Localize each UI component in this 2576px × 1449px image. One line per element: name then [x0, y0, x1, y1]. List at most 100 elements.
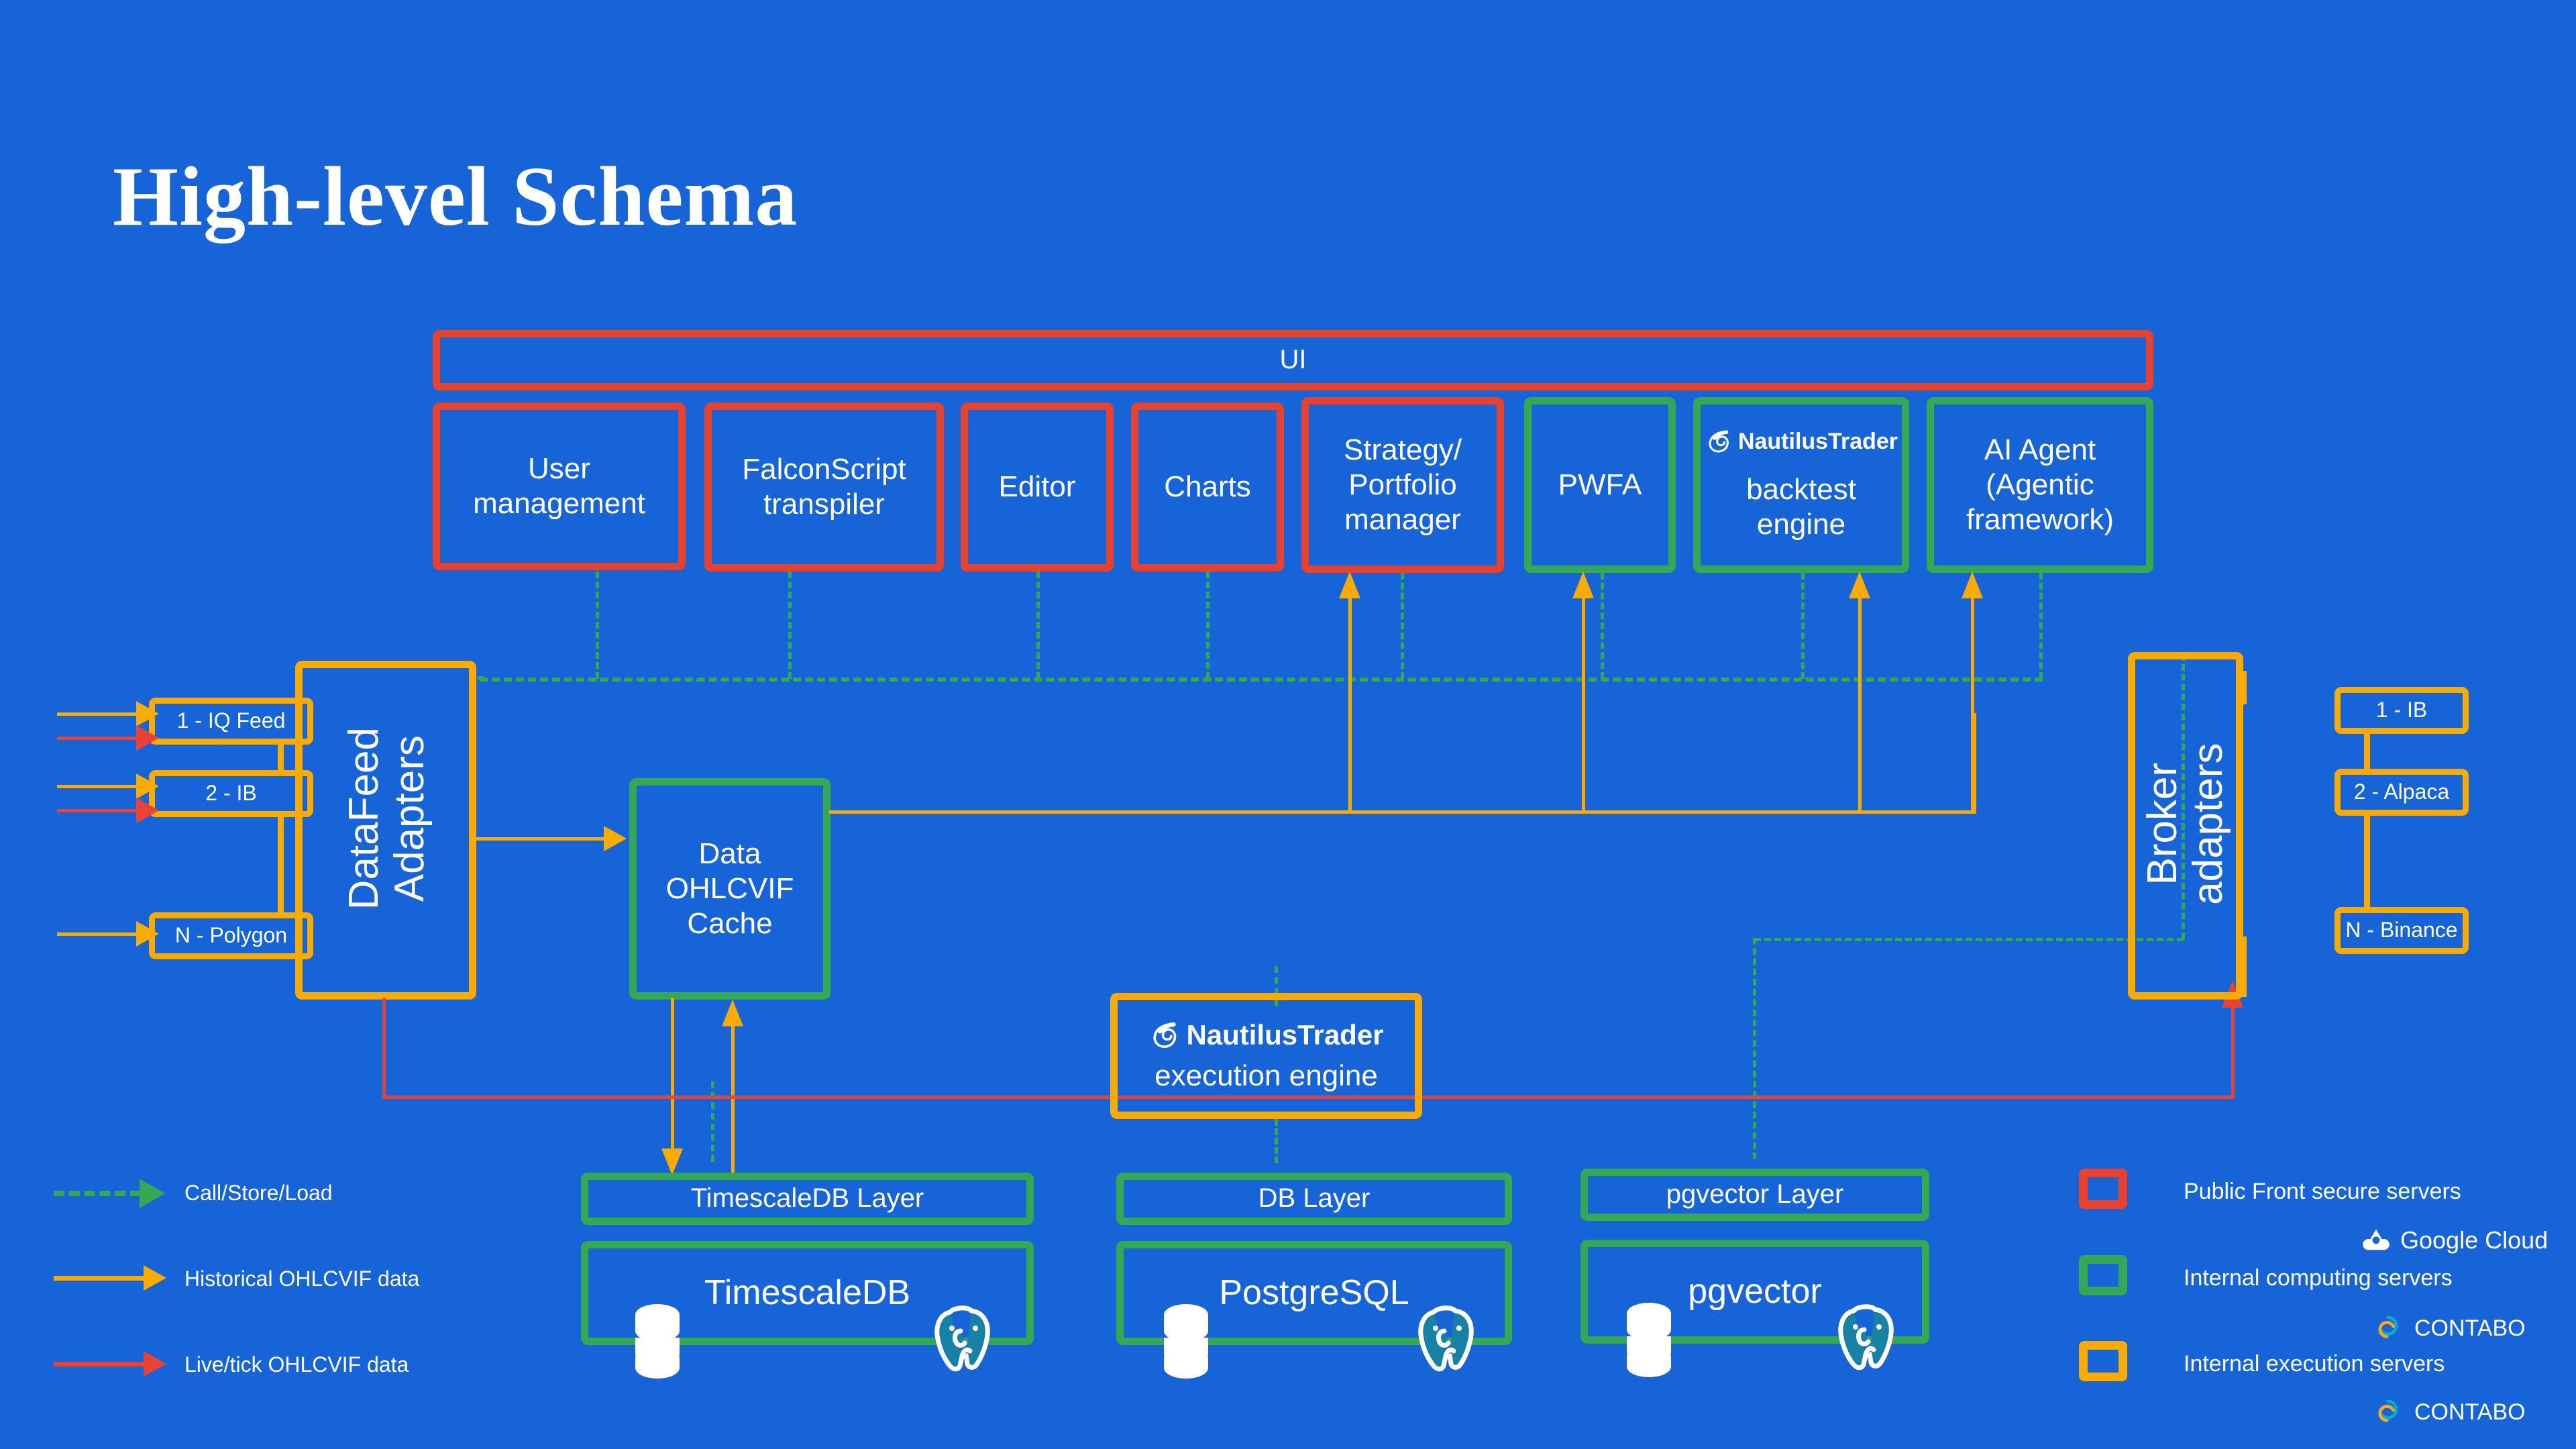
ui-module-label: FalconScript transpiler	[742, 453, 906, 521]
ui-module-label: AI Agent (Agentic framework)	[1966, 433, 2114, 536]
timescaledb-database: TimescaleDB	[581, 1241, 1034, 1379]
ui-module-ai-agent[interactable]: AI Agent (Agentic framework)	[1927, 397, 2153, 573]
datafeed-stub-1	[278, 743, 284, 773]
google-cloud-icon	[2360, 1227, 2392, 1254]
database-cylinder-icon	[1623, 1260, 1675, 1389]
legend-label-internal-execution: Internal execution servers	[2184, 1351, 2445, 1377]
legend-arrow-historical	[144, 1265, 166, 1291]
bus-right-riser	[1973, 713, 1976, 812]
ui-module-pwfa[interactable]: PWFA	[1524, 397, 1676, 573]
ui-module-falconscript-transpiler[interactable]: FalconScript transpiler	[704, 402, 944, 572]
datafeed-item-label: 1 - IQ Feed	[176, 708, 286, 733]
ui-module-charts[interactable]: Charts	[1131, 402, 1284, 572]
postgresql-database: PostgreSQL	[1116, 1241, 1512, 1379]
ui-bar-label: UI	[1279, 345, 1307, 375]
contabo-text: CONTABO	[2414, 1399, 2526, 1425]
legend-swatch-internal-computing	[2079, 1255, 2127, 1295]
database-label: pgvector	[1688, 1271, 1822, 1311]
call-line-db-layer	[1275, 966, 1278, 1006]
amber-arrow-ai-agent	[1962, 572, 1983, 598]
db-layer: DB Layer	[1116, 1173, 1512, 1225]
agent-to-pgvector-vertical-left	[1753, 938, 1756, 1159]
legend-arrow-live	[144, 1351, 166, 1377]
broker-item-label: N - Binance	[2345, 918, 2458, 943]
legend-line-historical	[54, 1276, 148, 1281]
ui-module-backtest-engine[interactable]: NautilusTrader backtest engine	[1693, 397, 1909, 573]
broker-stub-2	[2364, 814, 2370, 908]
call-line-db-layer-lower	[1275, 1119, 1278, 1163]
feed-in-live-1-arrow	[136, 725, 159, 751]
amber-riser-backtest	[1858, 597, 1862, 812]
broker-item-binance[interactable]: N - Binance	[2334, 907, 2469, 954]
google-cloud-logo: Google Cloud	[2360, 1226, 2548, 1254]
postgresql-elephant-icon	[930, 1260, 994, 1385]
ui-bar: UI	[433, 330, 2153, 390]
cache-to-bus-line	[829, 810, 1976, 814]
contabo-icon	[2373, 1313, 2404, 1344]
amber-riser-pwfa	[1582, 597, 1585, 812]
broker-stub-top	[2241, 671, 2247, 704]
ui-module-editor[interactable]: Editor	[961, 402, 1114, 572]
feed-in-live-1	[57, 737, 144, 740]
call-bus-to-datafeed	[478, 676, 484, 680]
timescaledb-to-cache-up-arrow	[722, 1000, 743, 1026]
cache-label: Data OHLCVIF Cache	[665, 837, 794, 940]
call-line-pwfa	[1601, 573, 1604, 679]
pgvector-database: pgvector	[1580, 1240, 1929, 1378]
feed-in-hist-3	[57, 932, 144, 936]
ui-module-label: PWFA	[1558, 468, 1642, 502]
broker-stub-1	[2364, 733, 2370, 770]
layer-label: TimescaleDB Layer	[690, 1183, 924, 1214]
broker-adapters-label: Broker adapters	[2139, 743, 2231, 905]
postgresql-elephant-icon	[1833, 1259, 1898, 1384]
nautilustrader-logo-text: NautilusTrader	[1737, 429, 1898, 455]
ui-module-strategy-portfolio-manager[interactable]: Strategy/ Portfolio manager	[1301, 397, 1504, 573]
agent-to-pgvector-vertical-right	[2182, 654, 2185, 939]
agent-to-pgvector-horizontal	[1754, 938, 2184, 941]
nautilustrader-execution-engine: NautilusTrader execution engine	[1110, 993, 1422, 1119]
datafeed-item-ib[interactable]: 2 - IB	[149, 770, 313, 817]
call-bus-horizontal	[480, 678, 2043, 682]
call-line-falconscript	[788, 572, 792, 679]
broker-item-ib[interactable]: 1 - IB	[2334, 687, 2469, 734]
call-line-strategy	[1401, 573, 1404, 679]
nautilustrader-logo: NautilusTrader	[1705, 428, 1898, 455]
legend-label-historical: Historical OHLCVIF data	[184, 1267, 420, 1291]
data-ohlcvif-cache: Data OHLCVIF Cache	[629, 778, 830, 1000]
datafeed-item-label: 2 - IB	[205, 781, 257, 806]
ui-module-label: User management	[473, 452, 645, 520]
live-path-horizontal	[382, 1095, 2234, 1099]
broker-item-label: 1 - IB	[2375, 698, 2428, 722]
datafeed-item-iq-feed[interactable]: 1 - IQ Feed	[149, 698, 313, 745]
datafeed-adapters-group	[295, 661, 476, 1000]
contabo-logo-computing: CONTABO	[2373, 1313, 2526, 1344]
legend-label-internal-computing: Internal computing servers	[2184, 1265, 2453, 1291]
broker-stub-bottom	[2241, 936, 2247, 997]
ui-module-label: backtest engine	[1746, 473, 1856, 541]
broker-item-alpaca[interactable]: 2 - Alpaca	[2334, 769, 2469, 816]
timescaledb-layer: TimescaleDB Layer	[581, 1173, 1034, 1225]
nautilustrader-logo-text: NautilusTrader	[1186, 1019, 1384, 1051]
datafeed-item-polygon[interactable]: N - Polygon	[149, 912, 313, 959]
layer-label: DB Layer	[1258, 1183, 1371, 1214]
feed-in-live-2	[57, 809, 144, 812]
amber-arrow-backtest	[1849, 572, 1870, 598]
feed-in-hist-2-arrow	[136, 773, 159, 799]
amber-riser-ai-agent	[1971, 597, 1974, 812]
datafeed-stub-2	[278, 816, 284, 915]
google-cloud-text: Google Cloud	[2400, 1226, 2548, 1254]
amber-arrow-pwfa	[1572, 572, 1594, 598]
ui-module-user-management[interactable]: User management	[433, 402, 686, 570]
feed-in-hist-1	[57, 712, 144, 716]
execution-engine-label: execution engine	[1155, 1059, 1378, 1092]
call-line-backtest	[1801, 573, 1805, 679]
call-line-timescaledb-layer	[711, 1081, 714, 1162]
feed-in-hist-2	[57, 785, 144, 788]
layer-label: pgvector Layer	[1666, 1179, 1844, 1210]
page-title: High-level Schema	[113, 150, 798, 244]
feed-in-hist-1-arrow	[136, 701, 159, 727]
datafeed-to-cache-line	[476, 837, 614, 841]
ui-module-label: Editor	[998, 470, 1076, 504]
broker-adapters-group	[2128, 652, 2243, 1000]
